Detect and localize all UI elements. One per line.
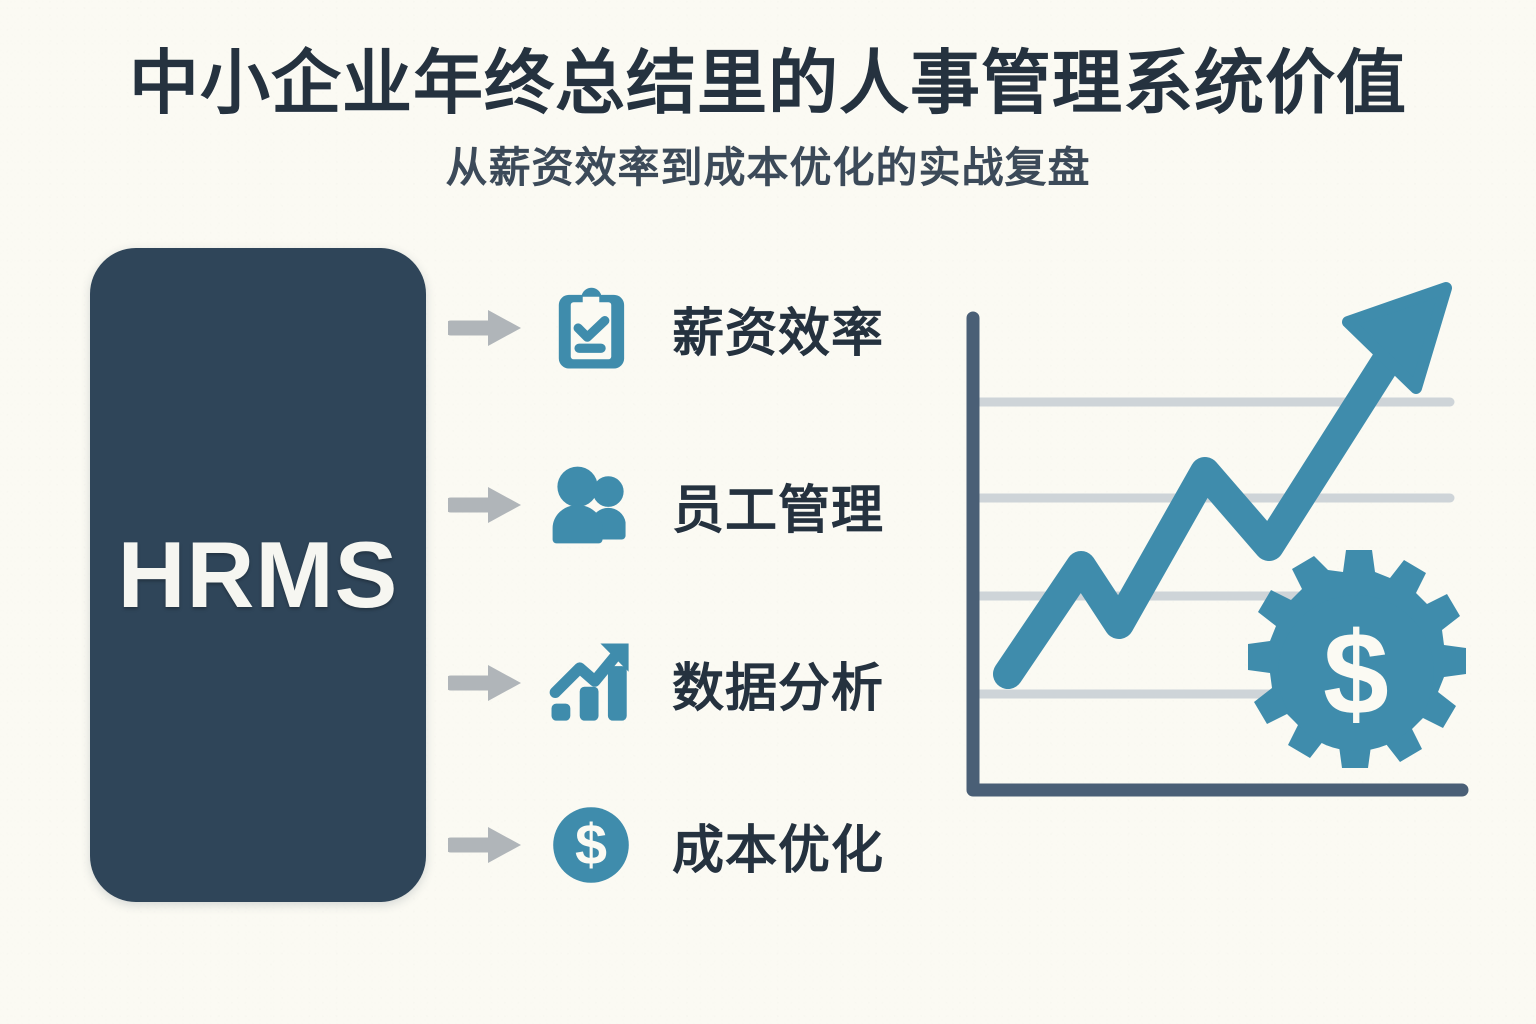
arrow-right-icon xyxy=(443,660,526,706)
page-subtitle: 从薪资效率到成本优化的实战复盘 xyxy=(445,144,1091,192)
chart-axes xyxy=(966,311,1469,797)
hrms-card: HRMS xyxy=(90,248,426,902)
dollar-circle-icon: $ xyxy=(542,796,640,894)
arrow-right-icon xyxy=(443,482,526,528)
feature-label: 薪资效率 xyxy=(672,304,885,363)
feature-row-payroll: 薪资效率 xyxy=(443,273,885,383)
arrow-right-icon xyxy=(443,305,526,351)
feature-label: 数据分析 xyxy=(672,659,885,718)
trend-line-series xyxy=(993,282,1452,689)
feature-label: 成本优化 xyxy=(672,821,885,880)
gear-dollar-icon: $ xyxy=(1248,550,1466,768)
svg-text:$: $ xyxy=(1323,608,1389,740)
hrms-card-label: HRMS xyxy=(117,522,399,627)
users-group-icon xyxy=(542,456,640,554)
growth-chart: $ xyxy=(946,280,1486,820)
feature-row-employees: 员工管理 xyxy=(443,450,885,560)
arrow-right-icon xyxy=(443,822,526,868)
feature-row-analytics: 数据分析 xyxy=(443,628,885,738)
clipboard-check-icon xyxy=(542,279,640,377)
feature-row-cost: $ 成本优化 xyxy=(443,790,885,900)
header: 中小企业年终总结里的人事管理系统价值 从薪资效率到成本优化的实战复盘 xyxy=(0,46,1536,195)
svg-text:$: $ xyxy=(575,813,607,877)
bar-chart-trend-icon xyxy=(542,634,640,732)
feature-label: 员工管理 xyxy=(672,481,885,540)
page-title: 中小企业年终总结里的人事管理系统价值 xyxy=(129,44,1407,122)
